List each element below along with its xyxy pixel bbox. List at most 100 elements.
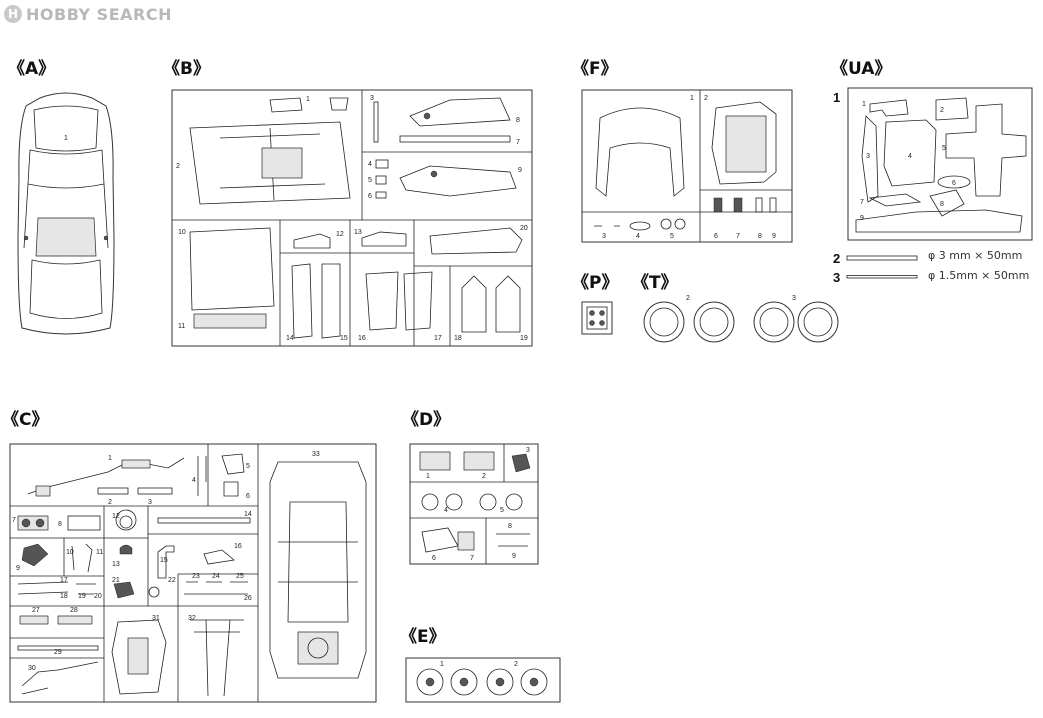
part-number: 5 — [670, 233, 674, 240]
part-number: 28 — [70, 607, 78, 614]
part-number: 1 — [426, 473, 430, 480]
part-number: 5 — [500, 507, 504, 514]
part-number: 1 — [306, 96, 310, 103]
part-number: 6 — [246, 493, 250, 500]
rod-3mm — [846, 255, 918, 261]
part-number: 16 — [234, 543, 242, 550]
section-label-b: 《B》 — [163, 59, 210, 79]
sprue-b: 1 2 3 4 5 6 7 8 9 10 11 12 13 14 15 16 1… — [171, 89, 533, 347]
part-number: 14 — [244, 511, 252, 518]
section-label-f: 《F》 — [572, 59, 618, 79]
part-number: 7 — [12, 517, 16, 524]
part-number: 20 — [94, 593, 102, 600]
part-number: 26 — [244, 595, 252, 602]
part-number: 4 — [908, 153, 912, 160]
part-number: 8 — [940, 201, 944, 208]
part-number: 18 — [60, 593, 68, 600]
part-number: 13 — [112, 561, 120, 568]
part-number: 2 — [686, 295, 690, 302]
logo-mark-icon: H — [4, 5, 22, 23]
section-label-e: 《E》 — [400, 627, 446, 647]
part-number: 9 — [512, 553, 516, 560]
part-number: 4 — [636, 233, 640, 240]
part-number: 15 — [340, 335, 348, 342]
part-number: 2 — [482, 473, 486, 480]
part-number: 3 — [148, 499, 152, 506]
part-number: 6 — [714, 233, 718, 240]
part-number: 2 — [108, 499, 112, 506]
part-number: 3 — [866, 153, 870, 160]
sprue-d: 1 2 3 4 5 6 7 8 9 — [409, 443, 539, 565]
part-number: 4 — [368, 161, 372, 168]
part-number: 32 — [188, 615, 196, 622]
part-number: 11 — [178, 323, 185, 330]
ua-sheet-number: 1 — [833, 90, 841, 105]
part-number: 6 — [432, 555, 436, 562]
part-number: 9 — [860, 215, 864, 222]
part-number: 7 — [860, 199, 864, 206]
part-number: 17 — [434, 335, 442, 342]
section-label-a: 《A》 — [8, 59, 56, 79]
sprue-f: 1 2 3 4 5 6 7 8 9 — [581, 89, 793, 243]
part-number: 18 — [454, 335, 462, 342]
part-number: 6 — [952, 180, 956, 187]
part-number: 13 — [354, 229, 362, 236]
part-number: 19 — [520, 335, 528, 342]
part-number: 9 — [772, 233, 776, 240]
part-number: 5 — [246, 463, 250, 470]
section-label-d: 《D》 — [402, 410, 451, 430]
rod-spec: φ 1.5mm × 50mm — [928, 269, 1030, 282]
part-number: 12 — [112, 513, 120, 520]
part-number: 12 — [336, 231, 344, 238]
part-number: 2 — [704, 95, 708, 102]
part-number: 2 — [514, 661, 518, 668]
part-number: 2 — [940, 107, 944, 114]
part-number: 11 — [96, 549, 103, 556]
part-number: 3 — [792, 295, 796, 302]
part-number: 3 — [602, 233, 606, 240]
part-number: 1 — [690, 95, 694, 102]
part-number: 24 — [212, 573, 220, 580]
logo-text: HOBBY SEARCH — [26, 4, 172, 24]
sheet-ua: 1 2 3 4 5 6 7 8 9 — [847, 87, 1033, 241]
sprue-a-body-shell: 1 — [17, 92, 115, 335]
part-number: 31 — [152, 615, 160, 622]
part-number: 2 — [176, 163, 180, 170]
part-number: 7 — [516, 139, 520, 146]
part-number: 23 — [192, 573, 200, 580]
part-number: 5 — [368, 177, 372, 184]
part-number: 3 — [370, 95, 374, 102]
part-number: 15 — [160, 557, 168, 564]
part-number: 33 — [312, 451, 320, 458]
part-number: 8 — [58, 521, 62, 528]
rod-1-5mm — [846, 275, 918, 279]
part-number: 21 — [112, 577, 120, 584]
part-number: 25 — [236, 573, 244, 580]
part-number: 30 — [28, 665, 36, 672]
part-number: 5 — [942, 145, 946, 152]
part-number: 1 — [440, 661, 444, 668]
section-label-t: 《T》 — [632, 273, 678, 293]
part-number: 10 — [66, 549, 74, 556]
part-number: 6 — [368, 193, 372, 200]
rod-number: 3 — [833, 270, 841, 285]
part-number: 1 — [862, 101, 866, 108]
part-number: 8 — [758, 233, 762, 240]
part-number: 14 — [286, 335, 294, 342]
part-number: 1 — [64, 135, 68, 142]
sprue-p — [581, 301, 613, 335]
sprue-e-wheels: 1 2 — [405, 657, 561, 703]
part-number: 20 — [520, 225, 528, 232]
part-number: 1 — [108, 455, 112, 462]
part-number: 9 — [518, 167, 522, 174]
part-number: 10 — [178, 229, 186, 236]
part-number: 4 — [192, 477, 196, 484]
tires-t: 2 3 — [643, 295, 839, 343]
hobby-search-logo: H HOBBY SEARCH — [4, 4, 172, 24]
part-number: 4 — [444, 507, 448, 514]
sprue-c: 1 2 3 4 5 6 7 8 9 10 11 12 13 14 15 16 1… — [9, 443, 377, 703]
section-label-c: 《C》 — [2, 410, 49, 430]
part-number: 19 — [78, 593, 86, 600]
rod-number: 2 — [833, 251, 841, 266]
part-number: 7 — [470, 555, 474, 562]
